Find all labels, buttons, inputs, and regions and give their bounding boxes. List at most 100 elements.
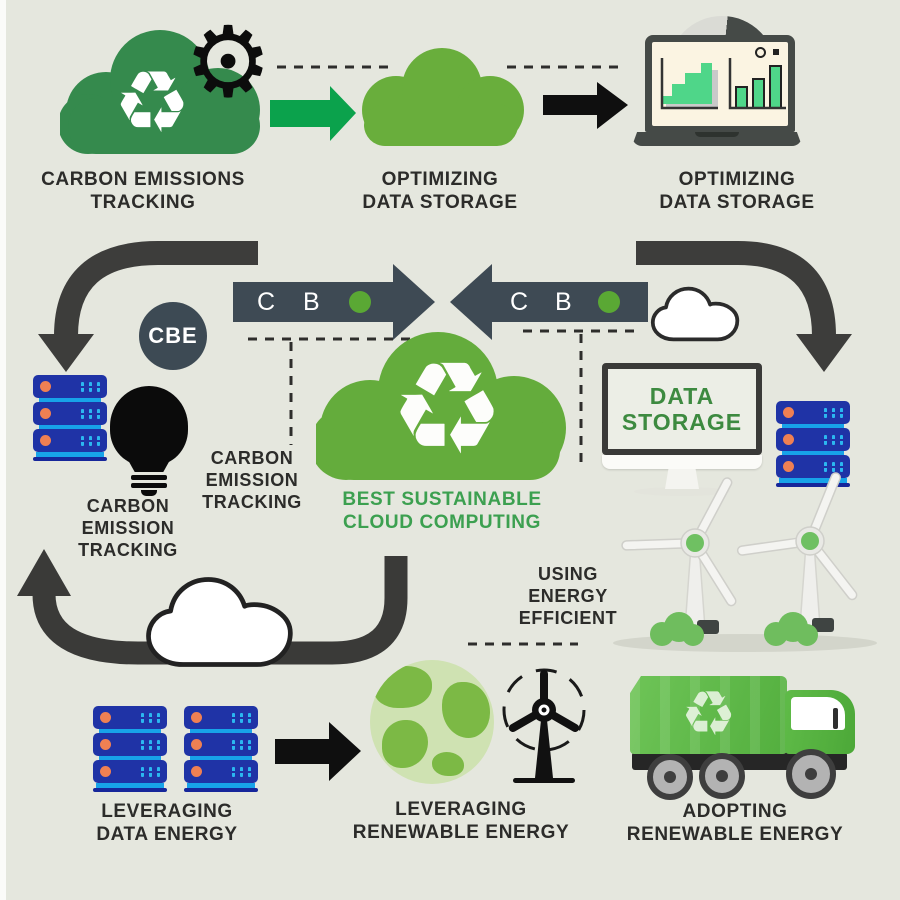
server-lights — [232, 712, 251, 723]
label-optimizing-data-storage-1: OPTIMIZING DATA STORAGE — [362, 169, 518, 213]
server-led — [100, 712, 111, 723]
server-unit — [776, 428, 850, 451]
cbe-badge: CBE — [139, 302, 207, 370]
left-edge-strip — [0, 0, 6, 900]
laptop-base — [632, 132, 802, 146]
server-led — [191, 766, 202, 777]
server-lights — [232, 766, 251, 777]
server-unit — [184, 706, 258, 729]
server-led — [40, 381, 51, 392]
server-stack-right — [776, 401, 850, 487]
truck-wheel — [647, 754, 693, 800]
server-unit — [184, 760, 258, 783]
flow-dot — [598, 291, 620, 313]
server-unit — [93, 706, 167, 729]
gear-icon: ⚙ — [184, 7, 272, 117]
flow-letter-b: B — [303, 288, 320, 316]
monitor-stand — [665, 469, 699, 489]
black-flow-arrow-bottom — [275, 722, 361, 781]
carbon-tracking-cloud — [60, 30, 260, 154]
laptop-analytics — [632, 12, 802, 162]
label-leveraging-data-energy: LEVERAGING DATA ENERGY — [96, 801, 238, 845]
server-unit — [776, 401, 850, 424]
server-lights — [824, 461, 843, 472]
server-led — [191, 712, 202, 723]
flow-arrow-right: C B — [233, 264, 435, 340]
circle-icon — [755, 47, 766, 58]
curved-arrow-left — [38, 241, 258, 372]
data-storage-line2: STORAGE — [621, 409, 743, 435]
server-lights — [141, 739, 160, 750]
black-flow-arrow-top — [543, 82, 628, 129]
earth-globe — [370, 660, 494, 784]
data-storage-cloud — [362, 48, 524, 146]
server-stack-bottom-1 — [93, 706, 167, 792]
flow-letter-b: B — [555, 288, 572, 316]
server-lights — [141, 712, 160, 723]
server-lights — [81, 435, 100, 446]
grid-icon — [771, 47, 781, 57]
flow-arrow-left: C B — [450, 264, 648, 340]
truck-handle — [833, 708, 838, 729]
white-cloud-small — [650, 286, 740, 342]
server-stack-bottom-2 — [184, 706, 258, 792]
flow-dot — [349, 291, 371, 313]
best-cloud — [316, 332, 566, 480]
server-lights — [81, 408, 100, 419]
wind-turbine-3d — [621, 477, 737, 629]
label-optimizing-data-storage-2: OPTIMIZING DATA STORAGE — [659, 169, 815, 213]
green-bush — [650, 612, 704, 646]
server-led — [783, 461, 794, 472]
server-lights — [824, 407, 843, 418]
server-unit — [93, 760, 167, 783]
data-storage-line1: DATA — [649, 383, 715, 409]
monitor-chin — [602, 455, 762, 469]
server-led — [100, 739, 111, 750]
dashed-link-lines — [248, 65, 637, 646]
label-carbon-emissions-tracking: CARBON EMISSIONS TRACKING — [41, 169, 245, 213]
label-carbon-emission-tracking-inner: CARBON EMISSION TRACKING — [202, 448, 302, 512]
server-led — [191, 739, 202, 750]
laptop-display — [652, 42, 788, 126]
bar-chart — [728, 58, 786, 110]
recycle-icon: ♻ — [389, 338, 505, 481]
server-unit — [93, 733, 167, 756]
server-unit — [184, 733, 258, 756]
server-unit — [33, 402, 107, 425]
server-lights — [232, 739, 251, 750]
turbine-foot — [812, 618, 834, 632]
white-cloud-large — [146, 577, 293, 667]
data-storage-monitor: DATA STORAGE — [602, 363, 762, 496]
wind-turbine-3d — [736, 472, 858, 627]
truck-wheel — [786, 749, 836, 799]
wind-turbine-icon — [502, 668, 586, 783]
flow-letter-c: C — [257, 288, 276, 316]
server-lights — [81, 381, 100, 392]
server-stack-left — [33, 375, 107, 461]
laptop-screen — [645, 35, 795, 132]
server-led — [783, 434, 794, 445]
label-leveraging-renewable-energy: LEVERAGING RENEWABLE ENERGY — [352, 799, 570, 843]
server-unit — [33, 375, 107, 398]
monitor-screen: DATA STORAGE — [602, 363, 762, 455]
server-led — [40, 408, 51, 419]
lightbulb-icon — [110, 386, 188, 496]
green-flow-arrow — [270, 86, 356, 141]
server-lights — [824, 434, 843, 445]
flow-letter-c: C — [510, 288, 529, 316]
recycle-icon: ♻ — [680, 680, 737, 749]
green-bush — [764, 612, 818, 646]
server-led — [783, 407, 794, 418]
step-area-chart — [660, 58, 718, 110]
truck-cargo-box: ♻ — [630, 676, 787, 754]
label-carbon-emission-tracking-outer: CARBON EMISSION TRACKING — [78, 496, 178, 560]
server-led — [100, 766, 111, 777]
truck-wheel — [699, 753, 745, 799]
server-led — [40, 435, 51, 446]
server-unit — [776, 455, 850, 478]
label-adopting-renewable-energy: ADOPTING RENEWABLE ENERGY — [626, 801, 844, 845]
recycle-icon: ♻ — [113, 55, 191, 151]
laptop-notch — [695, 132, 739, 137]
server-lights — [141, 766, 160, 777]
